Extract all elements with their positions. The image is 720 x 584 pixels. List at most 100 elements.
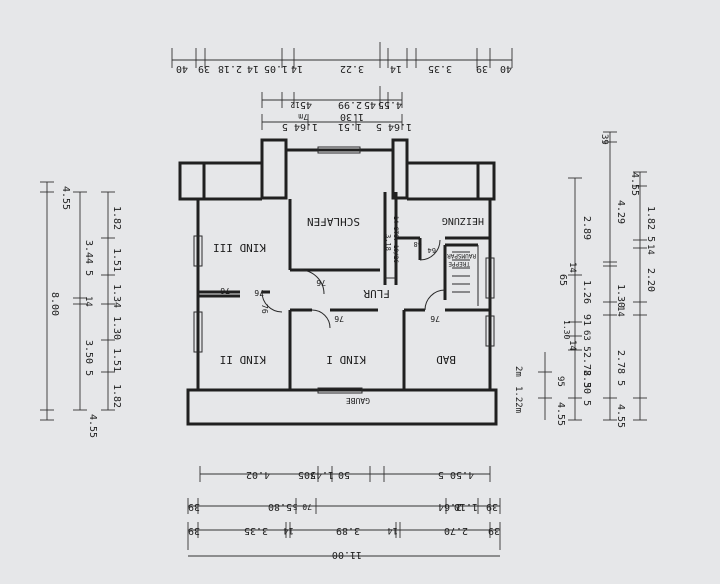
dim-bottom-r2-4: 5.80 — [268, 501, 292, 512]
dim-top-4: 14 — [390, 63, 402, 74]
dim-bottom-r3-6: 2.70 — [444, 525, 468, 536]
dim-right-outer-8: 4.55 — [615, 404, 626, 428]
dim-top-2: 39 — [476, 63, 488, 74]
door-label-kind3: 76 — [254, 288, 264, 297]
door-swing-kind1 — [311, 309, 331, 329]
dim-bottom-r1-3: 1.47 5 — [298, 469, 334, 480]
dim-left-mid-3: 3.50 5 — [83, 340, 94, 376]
door-swing-kind3 — [299, 269, 325, 295]
dim-bottom-r2-5: 1.10 — [454, 501, 478, 512]
dim-left-outer-1: 4.55 — [60, 186, 71, 210]
dim-top-r3-2: 1.51 — [338, 121, 362, 132]
room-heizung: HEIZUNG — [442, 215, 484, 226]
room-schlafen: SCHLAFEN — [307, 215, 360, 228]
dormer-right — [476, 161, 496, 201]
chimney-left — [260, 138, 288, 200]
door-label-kind2: 76 — [260, 304, 269, 314]
dim-right-inner-1: 2.89 — [581, 216, 592, 240]
bottom-dimensions: 4.50 5 50 1.47 5 50 4.02 39 2.64 70 5 5.… — [187, 466, 501, 560]
room-kind1: KIND I — [326, 353, 366, 366]
window-bad — [485, 315, 495, 347]
dim-top-10: 39 — [198, 63, 210, 74]
dim-right-outer-5: 1.30 — [615, 284, 626, 308]
window-top — [317, 146, 361, 154]
room-labels: KIND III SCHLAFEN HEIZUNG FLUR KIND II K… — [213, 215, 484, 405]
dim-right-inner-8: 14 — [567, 340, 577, 351]
room-gaube: GAUBE — [346, 396, 370, 405]
dim-top-3: 3.35 — [428, 63, 452, 74]
room-flur: FLUR — [363, 287, 390, 300]
dim-top-1: 40 — [500, 63, 512, 74]
stair-length: 3.18 — [384, 234, 392, 251]
dim-bottom-r3-7: 39 — [488, 525, 500, 536]
building — [178, 138, 498, 426]
dim-top-6: 14 — [291, 63, 303, 74]
dim-right-inner-12: 95 — [555, 376, 565, 387]
door-label-kind1: 76 — [334, 314, 344, 323]
dim-right-inner-3: 1.26 — [581, 280, 592, 304]
dim-right-outer-6: 14 — [615, 306, 625, 317]
window-treppe — [485, 257, 495, 299]
dim-right-side-2: 1.22m — [513, 386, 523, 413]
dim-bottom-r1-2: 50 — [338, 469, 350, 480]
dim-left-inner-4: 1.30 — [111, 316, 122, 340]
dim-bottom-r1-5: 4.02 — [246, 469, 270, 480]
dim-top-9: 2.18 — [218, 63, 242, 74]
top-dimensions: 40 39 3.35 14 3.22 14 1.05 14 2.18 39 40… — [171, 42, 513, 132]
dim-right-inner-2: 14 — [567, 262, 577, 273]
dim-left-inner-2: 1.51 — [111, 248, 122, 272]
dim-right-inner-6: 63 5 — [581, 330, 591, 352]
dim-bottom-r3-2: 3.35 — [244, 525, 268, 536]
dim-bottom-r3-4: 3.89 — [336, 525, 360, 536]
dim-right-outer-2: 4.55 — [629, 172, 640, 196]
dim-left-inner-6: 1.82 — [111, 384, 122, 408]
dim-left-inner-1: 1.82 — [111, 206, 122, 230]
dim-right-outer2-2: 14 — [645, 244, 655, 255]
dim-bottom-r3-3: 14 — [283, 525, 294, 535]
dim-bottom-r3-5: 14 — [387, 525, 398, 535]
dim-top-5: 3.22 — [340, 63, 364, 74]
stair-steps: 14 STG. 19/26 — [392, 216, 399, 263]
dim-bottom-r2-3: 70 5 — [293, 502, 312, 511]
dim-right-inner-11: 4.55 — [555, 402, 566, 426]
dormer-left — [178, 161, 206, 201]
chimney-right — [391, 138, 409, 200]
gaube-box — [186, 388, 498, 426]
door-swing-heizung — [419, 239, 441, 261]
door-label-heizung: 64 — [428, 246, 436, 254]
dim-left-outer-3: 4.55 — [87, 414, 98, 438]
dim-bottom-total: 11.00 — [332, 549, 362, 560]
dim-bottom-r2-2: 2.64 — [438, 501, 462, 512]
dim-right-outer-7: 2.78 5 — [615, 350, 626, 386]
dim-left-mid-1: 3.44 5 — [83, 240, 94, 276]
dim-right-outer-4: 2.20 — [645, 268, 656, 292]
dim-top-r2-5: 12 — [290, 100, 300, 109]
dim-bottom-r1-4: 50 — [304, 469, 316, 480]
dim-top-r3-1: 1.64 5 — [376, 121, 412, 132]
dim-bottom-r1-1: 4.50 5 — [438, 469, 474, 480]
dim-right-inner-10: 2.30 5 — [581, 370, 592, 406]
door-label-heizung2: 68 — [414, 240, 422, 248]
left-dimensions: 4.55 8.00 4.55 3.44 5 14 3.50 5 1.82 1.5… — [40, 181, 122, 438]
dim-right-outer-1: 39 — [599, 134, 609, 145]
room-kind3: KIND III — [213, 241, 266, 254]
door-label-flur: 76 — [220, 286, 230, 295]
dim-right-inner-7: 1.30 — [562, 320, 571, 339]
door-label-schlafen: 76 — [316, 278, 326, 287]
dim-left-inner-3: 1.34 — [111, 284, 122, 308]
door-swing-bad — [424, 289, 446, 311]
dim-right-outer2-1: 1.82 5 — [645, 206, 656, 242]
dim-top-r2b-2: 7m — [298, 112, 308, 121]
dim-top-r3-3: 1.64 5 — [282, 121, 318, 132]
dim-top-8: 14 — [247, 63, 259, 74]
dim-right-inner-4: 65 — [557, 274, 568, 286]
dim-bottom-r3-1: 39 — [188, 525, 200, 536]
dim-bottom-r2-6: 39 — [486, 501, 498, 512]
dim-top-r2-3: 2.99 — [338, 99, 362, 110]
room-kind2: KIND II — [220, 353, 266, 366]
room-treppe: TREPPE — [448, 260, 470, 267]
window-gaube — [317, 387, 363, 394]
dim-left-mid-2: 14 — [83, 296, 93, 307]
dim-top-r2b-1: 1.30 — [340, 111, 364, 122]
